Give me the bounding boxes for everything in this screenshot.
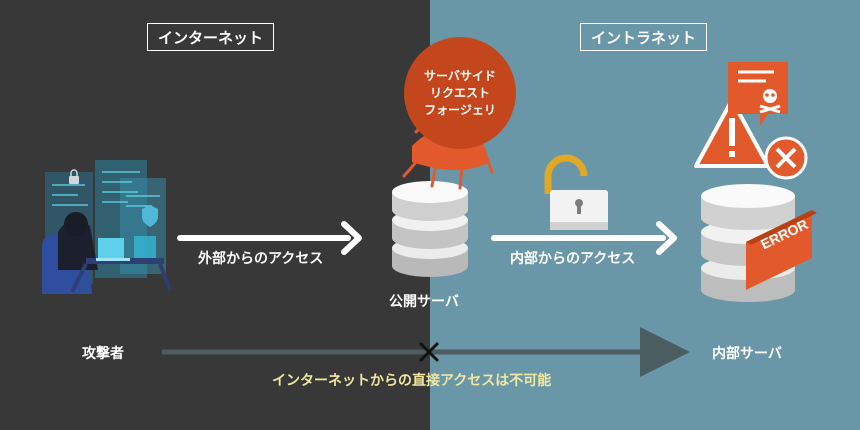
- internal-server-label: 内部サーバ: [712, 346, 782, 362]
- cross-circle-icon: [764, 136, 808, 180]
- external-access-label: 外部からのアクセス: [198, 251, 324, 267]
- attacker-label: 攻撃者: [82, 346, 124, 362]
- ssrf-bubble: サーバサイド リクエスト フォージェリ: [404, 37, 516, 149]
- hacker-illustration: [42, 160, 172, 294]
- bubble-line-1: サーバサイド: [424, 68, 496, 83]
- warning-icon: [694, 98, 770, 168]
- external-access-arrow: [177, 221, 362, 255]
- error-badge: [746, 210, 817, 290]
- bubble-line-3: フォージェリ: [424, 102, 496, 117]
- internal-access-label: 内部からのアクセス: [510, 251, 636, 267]
- intranet-zone-label: イントラネット: [580, 23, 708, 51]
- internet-zone-label: インターネット: [147, 23, 275, 51]
- public-server-icon: [392, 181, 468, 277]
- direct-access-note: インターネットからの直接アクセスは不可能: [272, 373, 552, 389]
- padlock-icon: [544, 154, 608, 230]
- bubble-line-2: リクエスト: [429, 85, 490, 100]
- skull-message-icon: [728, 62, 788, 126]
- internal-access-arrow: [491, 221, 677, 255]
- cross-mark-icon: [419, 342, 439, 362]
- public-server-label: 公開サーバ: [389, 294, 459, 310]
